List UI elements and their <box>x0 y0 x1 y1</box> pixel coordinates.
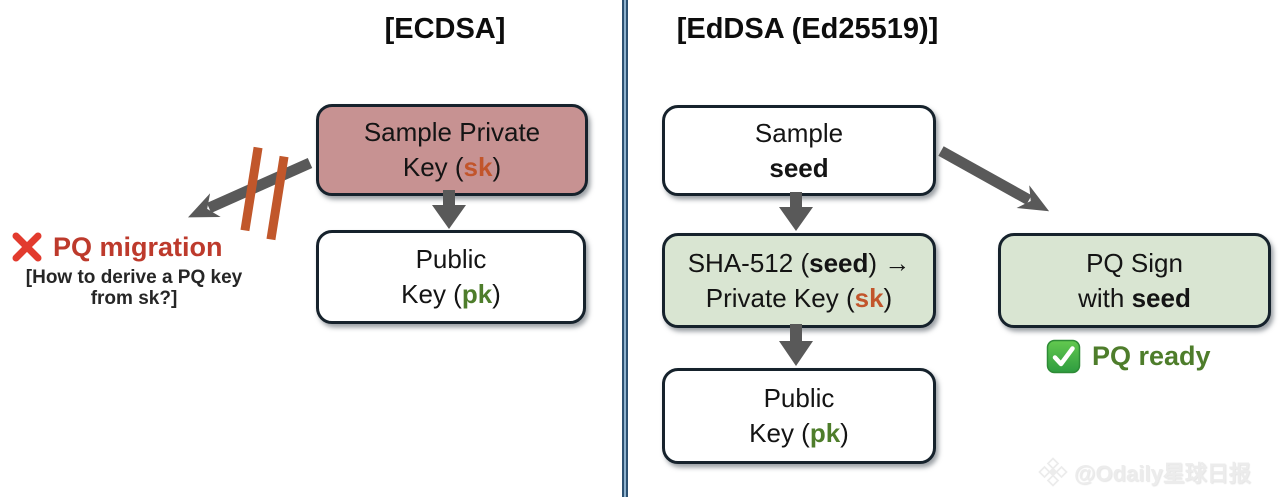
check-mark-icon <box>1046 339 1081 374</box>
box-text: PQ Sign <box>1086 247 1183 278</box>
pk-highlight: pk <box>461 279 493 309</box>
box-text: Sample Private <box>363 117 541 147</box>
box-line: SHA-512 (seed) → <box>688 246 911 281</box>
box-text: Public <box>415 244 487 274</box>
pk-highlight: pk <box>809 418 841 448</box>
down-arrow-icon <box>779 324 813 366</box>
box-text: ) <box>868 247 878 278</box>
box-line: Sample Private <box>364 115 540 150</box>
box-line: with seed <box>1078 281 1191 316</box>
box-line: seed <box>769 151 828 186</box>
box-text: ) <box>492 152 502 182</box>
seed-highlight: seed <box>769 152 829 183</box>
sk-highlight: sk <box>463 152 493 182</box>
watermark: @Odaily星球日报 <box>1038 456 1251 488</box>
note-line: [How to derive a PQ key <box>25 267 243 288</box>
ecdsa-public-key-box: Public Key (pk) <box>316 230 586 324</box>
box-line: Key (sk) <box>403 150 501 185</box>
box-line: Key (pk) <box>401 277 501 312</box>
box-text: with <box>1078 282 1132 313</box>
pq-sign-box: PQ Sign with seed <box>998 233 1271 328</box>
box-text: Sample <box>754 117 844 148</box>
blocked-arrow-icon <box>187 146 313 241</box>
box-text: Key ( <box>402 152 464 182</box>
sk-highlight: sk <box>854 282 884 313</box>
eddsa-seed-box: Sample seed <box>662 105 936 196</box>
seed-highlight: seed <box>1131 282 1191 313</box>
ecdsa-title: [ECDSA] <box>384 13 506 45</box>
box-line: Private Key (sk) <box>706 281 892 316</box>
eddsa-title: [EdDSA (Ed25519)] <box>676 13 939 45</box>
box-line: Public <box>416 242 487 277</box>
watermark-logo-icon <box>1038 457 1068 487</box>
eddsa-sha512-box: SHA-512 (seed) → Private Key (sk) <box>662 233 936 328</box>
box-line: Public <box>764 381 835 416</box>
cross-mark-icon <box>12 232 42 262</box>
arrow-glyph: → <box>877 247 911 278</box>
watermark-handle: @Odaily星球日报 <box>1074 461 1251 486</box>
box-line: Key (pk) <box>749 416 849 451</box>
box-text: ) <box>840 418 849 448</box>
note-line: from sk?] <box>90 288 178 309</box>
down-arrow-icon <box>432 190 466 229</box>
pq-ready-label: PQ ready <box>1092 341 1211 371</box>
box-text: ) <box>883 282 893 313</box>
box-line: PQ Sign <box>1086 246 1183 281</box>
seed-highlight: seed <box>809 247 869 278</box>
vertical-divider <box>622 0 628 497</box>
box-text: Key ( <box>401 279 462 309</box>
eddsa-public-key-box: Public Key (pk) <box>662 368 936 464</box>
pq-migration-row: PQ migration <box>10 230 223 264</box>
box-text: Key ( <box>749 418 810 448</box>
pq-migration-label: PQ migration <box>53 231 223 262</box>
box-text: ) <box>492 279 501 309</box>
diagonal-arrow-icon <box>938 146 1050 212</box>
box-text: Public <box>763 383 835 413</box>
box-text: Private Key ( <box>705 282 855 313</box>
migration-note: [How to derive a PQ key from sk?] <box>0 267 268 309</box>
down-arrow-icon <box>779 192 813 231</box>
pq-ready-row: PQ ready <box>1046 339 1211 374</box>
ecdsa-private-key-box: Sample Private Key (sk) <box>316 104 588 196</box>
box-text: SHA-512 ( <box>687 247 810 278</box>
box-line: Sample <box>755 116 843 151</box>
